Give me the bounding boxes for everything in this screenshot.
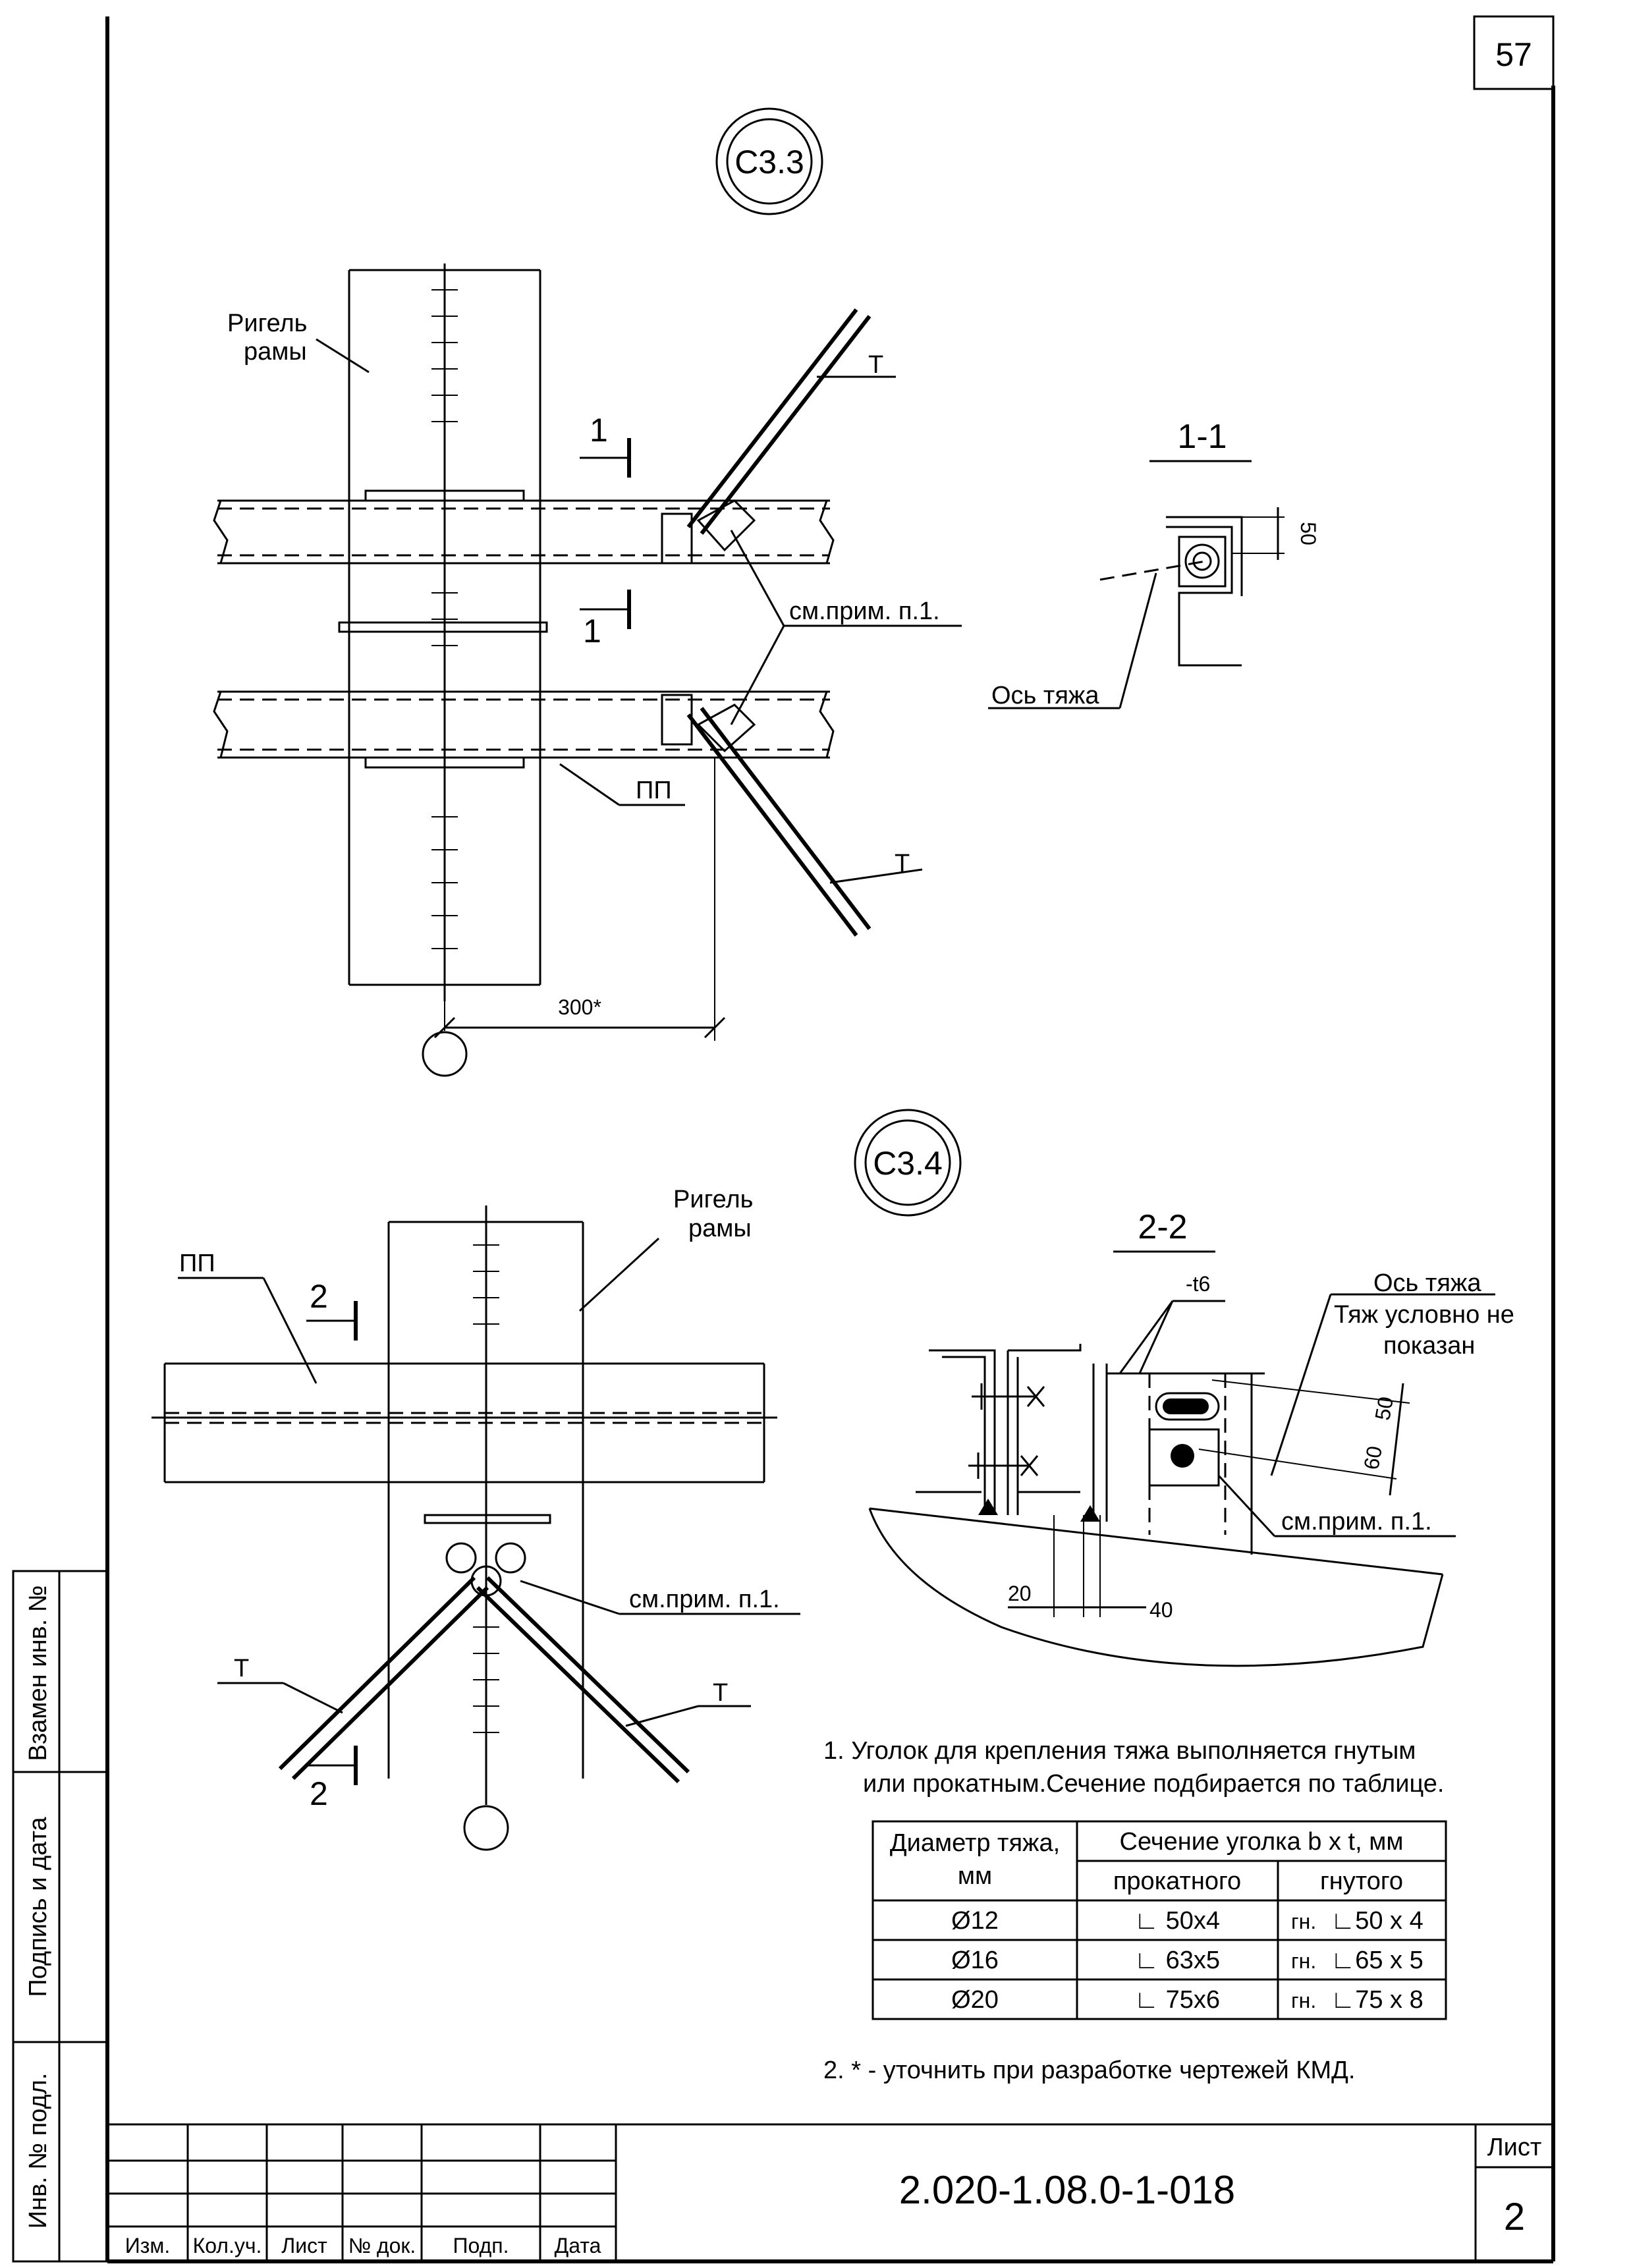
s34-label-t-left: Т: [234, 1655, 249, 1682]
s34-label-note-ref: см.прим. п.1.: [629, 1586, 780, 1613]
s33-label-t-bottom: Т: [895, 850, 910, 877]
section-2-2-note-1: Тяж условно не: [1334, 1301, 1514, 1329]
section-2-2-title: 2-2: [1138, 1208, 1187, 1246]
section-1-1-axis-label: Ось тяжа: [991, 682, 1099, 709]
table-header-bent: гнутого: [1320, 1867, 1403, 1895]
s33-label-rigel-1: Ригель: [227, 310, 307, 337]
s34-label-pp: ПП: [179, 1250, 215, 1277]
section-1-1-title: 1-1: [1177, 418, 1227, 456]
s33-label-rigel-2: рамы: [244, 338, 307, 366]
section-2-2-dim-20: 20: [1008, 1582, 1032, 1605]
section-1-1-dim-50: 50: [1296, 522, 1320, 545]
s34-label-rigel-2: рамы: [688, 1215, 752, 1242]
tb-col-list: Лист: [281, 2234, 327, 2257]
tb-sheet-number: 2: [1504, 2196, 1525, 2238]
note-1-line-1: 1. Уголок для крепления тяжа выполняется…: [823, 1737, 1416, 1765]
s34-label-rigel-1: Ригель: [673, 1186, 753, 1213]
s34-section-mark-top: 2: [310, 1278, 328, 1315]
table-row-3-diameter: Ø20: [951, 1986, 999, 2014]
s34-section-mark-bottom: 2: [310, 1775, 328, 1812]
note-1-line-2: или прокатным.Сечение подбирается по таб…: [863, 1770, 1444, 1798]
callout-circle-outer: [715, 107, 823, 215]
stamp-inv: Инв. № подл.: [24, 2073, 52, 2229]
s33-section-mark-top: 1: [590, 412, 608, 449]
tb-designation: 2.020-1.08.0-1-018: [899, 2168, 1235, 2212]
node-s34-drawing: С3.4 2 2: [152, 1109, 962, 1851]
s33-axis-bubble: [422, 1031, 468, 1077]
table-header-col1-2: мм: [958, 1862, 992, 1890]
page-number: 57: [1495, 36, 1532, 73]
table-row-2-bent-prefix: гн.: [1291, 1949, 1316, 1973]
tb-col-podp: Подп.: [453, 2234, 509, 2257]
section-1-1: 1-1 50 Ось тяжа: [988, 418, 1320, 709]
section-2-2-dim-60: 60: [1359, 1444, 1387, 1471]
table-row-3-bent: ∟75 х 8: [1331, 1986, 1424, 2014]
s33-label-pp: ПП: [636, 777, 672, 804]
section-2-2: 2-2 -t6 Ось тяжа Тяж: [868, 1208, 1514, 1667]
note-2: 2. * - уточнить при разработке чертежей …: [823, 2057, 1355, 2084]
node-s34-callout: С3.4: [873, 1145, 943, 1182]
node-s33-drawing: С3.3: [213, 107, 962, 1077]
table-row-2-rolled: ∟ 63х5: [1134, 1947, 1220, 1974]
tb-sheet-label: Лист: [1487, 2134, 1542, 2161]
table-row-2-diameter: Ø16: [951, 1947, 999, 1974]
table-row-1-diameter: Ø12: [951, 1907, 999, 1935]
node-s33-callout: С3.3: [734, 144, 804, 180]
table-header-col1-1: Диаметр тяжа,: [890, 1829, 1060, 1857]
side-stamp: Взамен инв. № Подпись и дата Инв. № подл…: [12, 1570, 109, 2263]
angle-section-table: Диаметр тяжа, мм Сечение уголка b x t, м…: [871, 1820, 1447, 2020]
table-row-1-bent-prefix: гн.: [1291, 1910, 1316, 1933]
section-2-2-plate-label: -t6: [1186, 1272, 1210, 1296]
table-row-2-bent: ∟65 х 5: [1331, 1947, 1424, 1974]
stamp-vzamen: Взамен инв. №: [24, 1586, 52, 1761]
table-row-1-rolled: ∟ 50х4: [1134, 1907, 1220, 1935]
table-row-1-bent: ∟50 х 4: [1331, 1907, 1424, 1935]
table-row-3-bent-prefix: гн.: [1291, 1989, 1316, 2012]
s33-label-t-top: Т: [868, 351, 883, 379]
section-2-2-note-ref: см.прим. п.1.: [1281, 1508, 1432, 1535]
table-header-rolled: прокатного: [1113, 1867, 1241, 1895]
tb-col-kol: Кол.уч.: [193, 2234, 262, 2257]
callout-circle-inner: [726, 118, 813, 205]
tb-col-izm: Изм.: [125, 2234, 171, 2257]
s33-section-mark-bottom: 1: [583, 613, 601, 650]
notes: 1. Уголок для крепления тяжа выполняется…: [823, 1737, 1444, 2084]
table-row-3-rolled: ∟ 75х6: [1134, 1986, 1220, 2014]
table-header-group: Сечение уголка b x t, мм: [1120, 1828, 1404, 1856]
s34-axis-bubble: [463, 1805, 509, 1851]
s34-label-t-right: Т: [713, 1679, 728, 1707]
section-2-2-dim-50: 50: [1370, 1395, 1398, 1422]
s33-dim-300: 300*: [558, 995, 601, 1019]
s33-label-note-ref: см.прим. п.1.: [789, 597, 940, 625]
section-2-2-dim-40: 40: [1149, 1598, 1173, 1622]
tb-col-data: Дата: [555, 2234, 601, 2257]
title-block: Изм. Кол.уч. Лист № док. Подп. Дата 2.02…: [107, 2123, 1553, 2261]
section-2-2-note-2: показан: [1383, 1332, 1475, 1360]
page-number-box: [1473, 15, 1555, 90]
stamp-podpis: Подпись и дата: [24, 1816, 52, 1997]
tb-col-ndok: № док.: [348, 2234, 416, 2257]
section-2-2-axis-label: Ось тяжа: [1373, 1269, 1481, 1297]
